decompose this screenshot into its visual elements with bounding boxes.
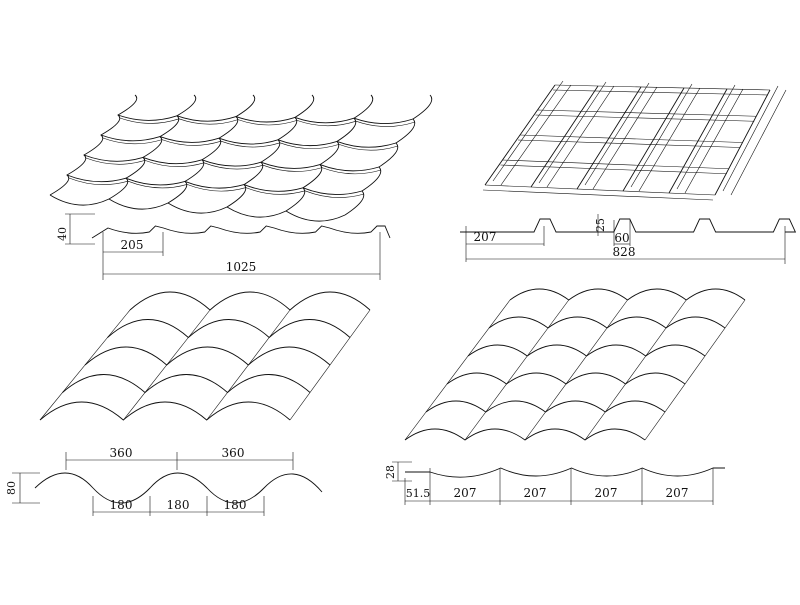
trapezoid-rib-side	[684, 88, 744, 194]
trapezoid-step-edge	[535, 114, 755, 122]
dim-height-label: 40	[56, 227, 69, 241]
scallop-rib-line	[584, 299, 687, 441]
dim-seg-a-label: 180	[110, 498, 133, 512]
tile-rib-line	[108, 94, 197, 200]
tile-sheet-1-perspective	[49, 94, 433, 222]
dim-span-a-label: 360	[110, 446, 133, 460]
scallop-rib-line	[464, 299, 569, 441]
trapezoid-rib-crest	[538, 81, 607, 184]
trapezoid-step-edge	[482, 189, 714, 201]
dim-edge-label: 51.5	[406, 487, 431, 500]
tile-rib-line	[226, 94, 315, 208]
trapezoid-rib-crest	[722, 85, 779, 192]
trapezoid-rib-crest	[492, 80, 564, 182]
trapezoid-rib-side	[592, 86, 658, 190]
dim-span-b-label: 360	[222, 446, 245, 460]
tile-rib-line	[285, 94, 374, 212]
barrel-arch-line	[107, 319, 351, 339]
dim-seg-b-label: 180	[167, 498, 190, 512]
scallop-row-line	[446, 372, 686, 385]
tile-step-line	[83, 154, 380, 172]
dim-width-label: 1025	[226, 260, 257, 274]
dim-pitch-d-label: 207	[666, 486, 689, 500]
dim-width-label: 828	[613, 245, 636, 259]
tile-step-line	[117, 114, 414, 125]
scallop-row-line	[425, 400, 666, 413]
scallop-row-line	[467, 344, 706, 357]
trapezoid-step-line	[484, 184, 716, 196]
tile-sheet-2-profile: 25 207 60 828	[460, 214, 797, 264]
trapezoid-step-edge	[500, 164, 727, 175]
scallop-row-line	[488, 316, 726, 329]
trapezoid-step-edge	[517, 139, 741, 148]
barrel-arch-line	[39, 401, 291, 421]
dim-pitch-c-label: 207	[595, 486, 618, 500]
tile-front-edge	[49, 194, 346, 222]
tile-step-line	[66, 174, 363, 195]
trapezoid-rib-crest	[676, 84, 736, 190]
scallop-rib-line	[524, 299, 628, 441]
dim-height-label: 25	[594, 218, 607, 232]
barrel-valley-line	[123, 309, 211, 421]
tile-rib-line	[49, 94, 138, 196]
dim-pitch-b-label: 207	[524, 486, 547, 500]
dim-height-label: 28	[384, 465, 397, 479]
tile-sheet-2-perspective	[482, 80, 787, 201]
tile-sheet-3-profile: 80 360 360 180 180 180	[5, 446, 323, 516]
tile-step-edge	[102, 137, 399, 151]
trapezoid-step-line	[519, 134, 743, 143]
trapezoid-step-line	[554, 84, 771, 91]
trapezoid-rib-side	[546, 85, 615, 188]
dim-pitch-label: 207	[474, 230, 497, 244]
tile-rib-line	[344, 94, 433, 216]
dim-pitch-a-label: 207	[454, 486, 477, 500]
trapezoid-step-line	[502, 159, 729, 170]
trapezoid-rib-side	[730, 89, 787, 196]
trapezoid-rib-crest	[630, 83, 693, 188]
trapezoid-step-line	[537, 109, 757, 117]
tile-sheet-4-profile: 28 51.5 207 207 207 207	[384, 461, 725, 505]
tile-step-edge	[68, 177, 365, 198]
tile-rib-line	[167, 94, 256, 204]
barrel-arch-line	[129, 291, 371, 311]
trapezoid-rib-side	[500, 84, 572, 186]
tile-sheet-1-profile: 40 205 1025	[56, 213, 391, 280]
tile-sheet-3-perspective	[39, 291, 371, 421]
barrel-valley-line	[39, 309, 131, 421]
tile-step-edge	[119, 117, 416, 127]
barrel-valley-line	[289, 309, 371, 421]
dim-height-label: 80	[5, 481, 18, 495]
trapezoid-rib-side	[638, 87, 701, 192]
barrel-valley-line	[206, 309, 291, 421]
trapezoid-rib-crest	[584, 82, 650, 186]
tile-step-edge	[85, 157, 382, 175]
barrel-arch-line	[84, 346, 331, 366]
barrel-arch-line	[62, 374, 311, 394]
tile-sheet-4-perspective	[404, 288, 746, 441]
trapezoid-step-edge	[552, 89, 769, 96]
dim-pitch-label: 205	[121, 238, 144, 252]
scallop-row-line	[509, 288, 746, 301]
scallop-rib-line	[644, 299, 746, 441]
dim-crest-label: 60	[614, 231, 629, 245]
scallop-rib-line	[404, 299, 511, 441]
tile-step-line	[100, 134, 397, 148]
scallop-row-line	[404, 428, 646, 441]
dim-seg-c-label: 180	[224, 498, 247, 512]
